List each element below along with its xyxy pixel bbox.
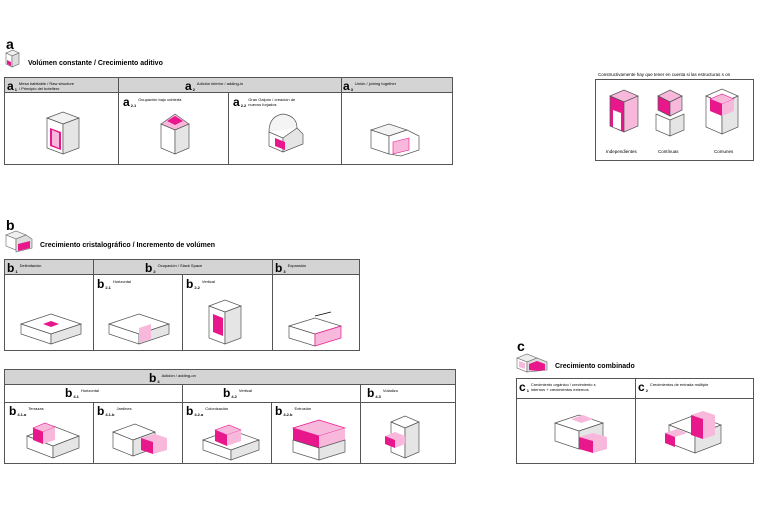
side-note: Constructivamente hay que tener en cuent…	[598, 72, 731, 77]
b41a-drawing	[26, 422, 80, 459]
b22-drawing	[208, 299, 242, 345]
side-box: Independientes Contínuas Comunes	[595, 79, 754, 161]
section-a-icon	[5, 49, 20, 68]
b43-drawing	[385, 415, 420, 459]
section-a-letter: a	[6, 36, 14, 52]
section-b-title: Crecimiento cristalográfico / Incremento…	[40, 242, 216, 249]
a3-drawing	[369, 123, 420, 157]
b42a-drawing	[201, 424, 261, 461]
section-a-title: Volúmen constante / Crecimiento aditivo	[28, 60, 163, 67]
a21-drawing	[160, 113, 190, 155]
b41b-drawing	[112, 423, 167, 457]
c1-drawing	[553, 414, 607, 453]
side-label-independent: Independientes	[606, 149, 637, 154]
a1-drawing	[46, 111, 80, 155]
c2-drawing	[665, 411, 722, 454]
b42b-drawing	[291, 419, 347, 461]
side-label-common: Comunes	[714, 149, 734, 154]
side-independent-drawing	[609, 89, 639, 133]
b21-drawing	[107, 313, 171, 345]
b3-drawing	[287, 311, 343, 347]
section-c-title: Crecimiento combinado	[555, 363, 635, 370]
side-common-drawing	[705, 88, 739, 135]
side-label-continuous: Contínuas	[658, 149, 679, 154]
side-continuous-drawing	[655, 89, 685, 137]
a22-drawing	[268, 113, 304, 153]
b1-drawing	[19, 313, 83, 345]
section-c-letter: c	[517, 338, 525, 354]
section-c-icon	[516, 353, 548, 373]
section-b-icon	[5, 230, 33, 253]
section-b-letter: b	[6, 217, 15, 233]
